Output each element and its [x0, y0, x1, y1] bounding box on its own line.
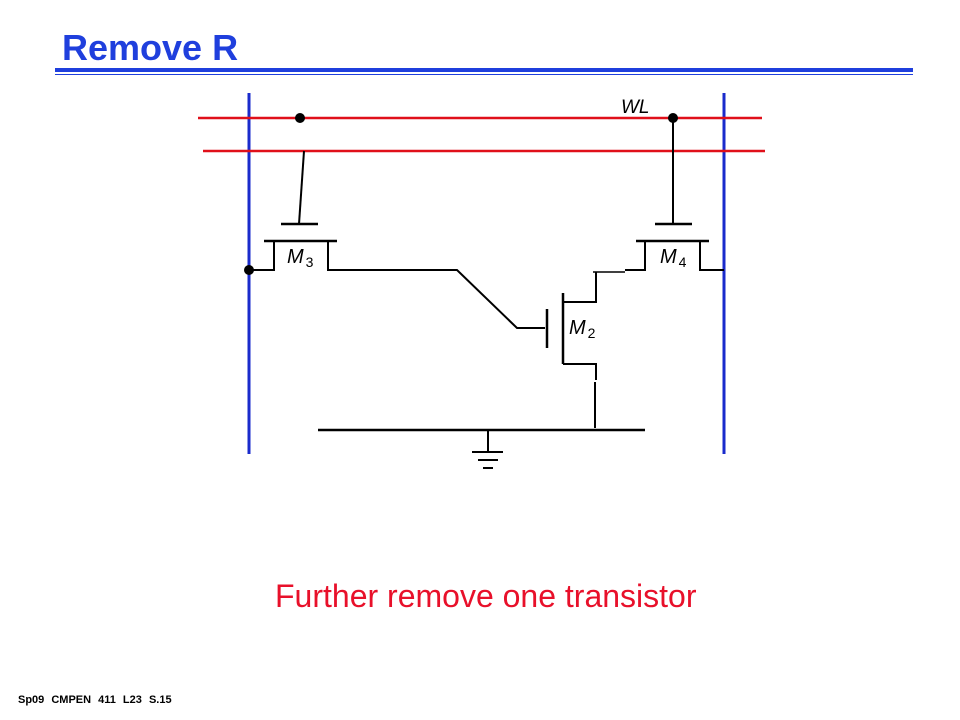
- title-underline: [55, 68, 913, 72]
- m2-label-name: M: [569, 317, 586, 339]
- m3-gate-wire: [298, 150, 305, 225]
- m3-right-terminal: [327, 241, 545, 329]
- m3-label-name: M: [287, 246, 304, 268]
- m2-label-subscript: 2: [588, 325, 596, 341]
- m3-left-terminal: [249, 241, 275, 271]
- title-underline-thin: [55, 74, 913, 75]
- wordline-node-left: [295, 113, 305, 123]
- m2-drain: [563, 272, 597, 303]
- m4-label-subscript: 4: [679, 254, 687, 270]
- m2-source: [563, 363, 597, 380]
- bitline-node-left: [244, 265, 254, 275]
- slide-title: Remove R: [62, 27, 239, 68]
- m4-right-terminal: [699, 241, 724, 271]
- slide-caption: Further remove one transistor: [275, 578, 697, 614]
- slide-footer: Sp09 CMPEN 411 L23 S.15: [18, 694, 172, 706]
- m3-label-subscript: 3: [306, 254, 314, 270]
- m4-left-terminal: [625, 241, 646, 271]
- wordline-label: WL: [621, 97, 650, 118]
- m4-label-name: M: [660, 246, 677, 268]
